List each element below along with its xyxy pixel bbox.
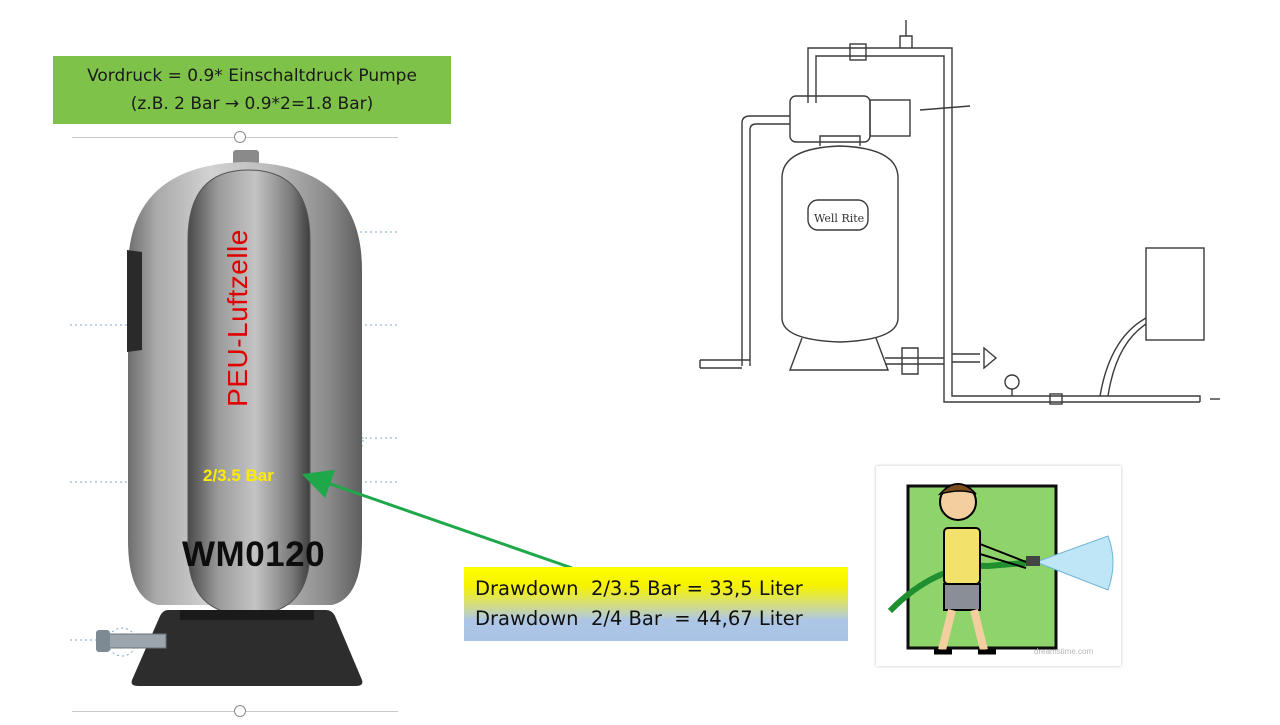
pressure-tank-illustration (70, 150, 400, 686)
drawdown-info-box: Drawdown 2/3.5 Bar = 33,5 Liter Drawdown… (464, 567, 848, 641)
vordruck-note-line1: Vordruck = 0.9* Einschaltdruck Pumpe (87, 66, 417, 86)
air-cell-label: PEU-Luftzelle (222, 229, 253, 407)
cartoon-watermark: dreamstime.com (1034, 647, 1093, 656)
tank-model-label: WM0120 (182, 535, 326, 574)
schematic-drawing: Well Rite (699, 20, 1220, 405)
pressure-label: 2/3.5 Bar (203, 466, 274, 485)
vordruck-note-line2: (z.B. 2 Bar → 0.9*2=1.8 Bar) (130, 94, 374, 114)
drawdown-row-2: Drawdown 2/4 Bar = 44,67 Liter (475, 607, 803, 630)
selection-handle-top[interactable] (234, 131, 246, 143)
cartoon-boy-with-hose: dreamstime.com (887, 483, 1114, 656)
plumbing-schematic: Well Rite (690, 18, 1230, 423)
selection-handle-bottom[interactable] (234, 705, 246, 717)
schematic-tank-badge: Well Rite (814, 212, 864, 225)
pointer-arrow (301, 470, 573, 570)
tank-photo (70, 120, 400, 720)
vordruck-note: Vordruck = 0.9* Einschaltdruck Pumpe (z.… (53, 56, 451, 124)
drawdown-row-1: Drawdown 2/3.5 Bar = 33,5 Liter (475, 577, 803, 600)
cartoon-image-frame: dreamstime.com (876, 466, 1121, 666)
